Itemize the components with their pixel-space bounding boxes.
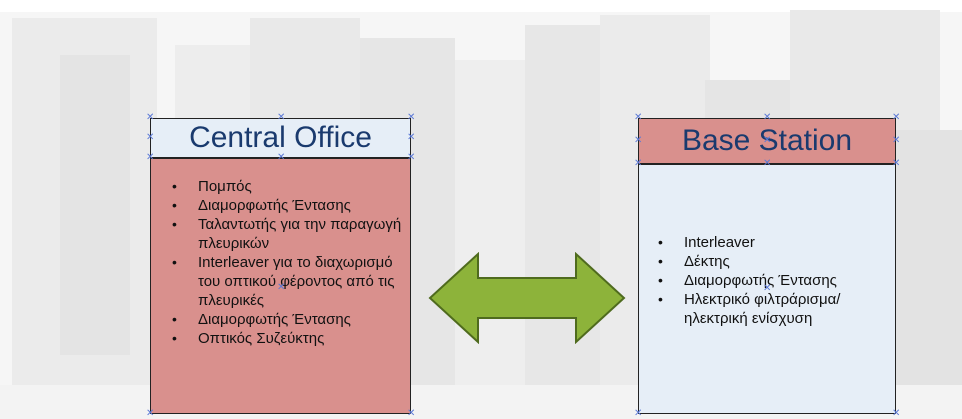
bullet-icon: • — [172, 178, 177, 194]
central-office-title[interactable]: Central Office — [150, 118, 411, 158]
central-office-component-list: •Πομπός •Διαμορφωτής Έντασης •Ταλαντωτής… — [160, 177, 410, 348]
list-item: •Ηλεκτρικό φιλτράρισμα/ ηλεκτρική ενίσχυ… — [658, 291, 841, 327]
bullet-icon: • — [172, 311, 177, 327]
resize-handle-icon[interactable]: ✕ — [407, 132, 416, 143]
resize-handle-icon[interactable]: ✕ — [892, 112, 901, 123]
resize-handle-icon[interactable]: ✕ — [146, 132, 155, 143]
resize-handle-icon[interactable]: ✕ — [892, 408, 901, 419]
bullet-icon: • — [658, 272, 663, 288]
resize-handle-icon[interactable]: ✕ — [407, 408, 416, 419]
resize-handle-icon[interactable]: ✕ — [146, 112, 155, 123]
bullet-icon: • — [658, 291, 663, 307]
double-arrow-icon — [428, 252, 626, 344]
list-item: •Ταλαντωτής για την παραγωγή πλευρικών — [172, 216, 402, 252]
base-station-title-text: Base Station — [681, 124, 853, 157]
resize-handle-icon[interactable]: ✕ — [146, 408, 155, 419]
central-office-title-text: Central Office — [189, 121, 372, 154]
bullet-icon: • — [172, 197, 177, 213]
resize-handle-icon[interactable]: ✕ — [763, 283, 772, 294]
resize-handle-icon[interactable]: ✕ — [763, 135, 772, 146]
list-item: •Διαμορφωτής Έντασης — [172, 311, 351, 328]
base-station-components-box[interactable] — [638, 164, 896, 414]
resize-handle-icon[interactable]: ✕ — [763, 158, 772, 169]
list-item: •Δέκτης — [658, 253, 730, 270]
bullet-icon: • — [172, 254, 177, 270]
resize-handle-icon[interactable]: ✕ — [277, 152, 286, 163]
resize-handle-icon[interactable]: ✕ — [634, 135, 643, 146]
resize-handle-icon[interactable]: ✕ — [407, 112, 416, 123]
resize-handle-icon[interactable]: ✕ — [146, 152, 155, 163]
central-office-components-box[interactable] — [150, 158, 411, 414]
list-item: •Πομπός — [172, 178, 252, 195]
bullet-icon: • — [658, 234, 663, 250]
list-item: •Διαμορφωτής Έντασης — [172, 197, 351, 214]
resize-handle-icon[interactable]: ✕ — [277, 282, 286, 293]
resize-handle-icon[interactable]: ✕ — [277, 112, 286, 123]
resize-handle-icon[interactable]: ✕ — [892, 135, 901, 146]
base-station-component-list: •Interleaver •Δέκτης •Διαμορφωτής Ένταση… — [646, 233, 894, 328]
bullet-icon: • — [172, 216, 177, 232]
base-station-title[interactable]: Base Station — [638, 118, 896, 164]
bullet-icon: • — [172, 330, 177, 346]
resize-handle-icon[interactable]: ✕ — [634, 112, 643, 123]
double-arrow-connector[interactable] — [428, 252, 626, 344]
resize-handle-icon[interactable]: ✕ — [892, 158, 901, 169]
list-item: •Οπτικός Συζεύκτης — [172, 330, 325, 347]
resize-handle-icon[interactable]: ✕ — [407, 152, 416, 163]
bullet-icon: • — [658, 253, 663, 269]
resize-handle-icon[interactable]: ✕ — [763, 112, 772, 123]
resize-handle-icon[interactable]: ✕ — [634, 158, 643, 169]
list-item: •Διαμορφωτής Έντασης — [658, 272, 837, 289]
resize-handle-icon[interactable]: ✕ — [634, 408, 643, 419]
list-item: •Interleaver — [658, 234, 755, 251]
list-item: •Interleaver για το διαχωρισμό του οπτικ… — [172, 254, 395, 309]
